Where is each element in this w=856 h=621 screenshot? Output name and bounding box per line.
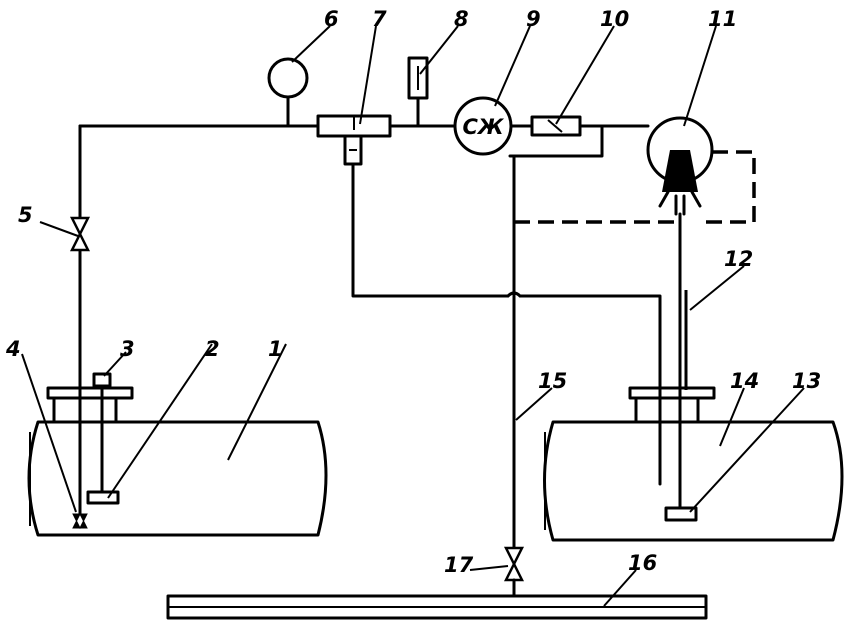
number-labels: 1 2 3 4 5 6 7 8 9 10 11 12 13 14 15 16 1… (5, 7, 821, 577)
pressure-gauge (267, 57, 309, 128)
leader-lines (21, 25, 805, 607)
label-3: 3 (120, 337, 135, 361)
label-13: 13 (792, 369, 821, 393)
foot-valve (72, 512, 88, 530)
separator-drain-line (351, 162, 510, 298)
label-9: 9 (526, 7, 541, 31)
tank-1 (27, 420, 328, 537)
label-15: 15 (538, 369, 567, 393)
tank-14-flange (628, 386, 716, 424)
label-1: 1 (268, 337, 283, 361)
label-6: 6 (324, 7, 339, 31)
label-11: 11 (708, 7, 737, 31)
label-2: 2 (205, 337, 220, 361)
label-7: 7 (372, 7, 387, 31)
label-17: 17 (444, 553, 474, 577)
flow-counter: СЖ (453, 96, 513, 156)
label-16: 16 (628, 551, 657, 575)
label-14: 14 (730, 369, 759, 393)
flow-counter-mark: СЖ (462, 115, 504, 139)
label-10: 10 (600, 7, 629, 31)
level-sensor-float (86, 490, 120, 505)
pipeline-16 (166, 594, 708, 620)
tank-14 (543, 420, 844, 542)
control-line-dashed (700, 150, 756, 224)
pump (646, 116, 714, 216)
label-8: 8 (454, 7, 469, 31)
valve-17 (503, 546, 525, 582)
intake-filter (664, 506, 698, 522)
label-5: 5 (18, 203, 33, 227)
tank-1-flange (46, 386, 134, 424)
level-device-top (92, 372, 112, 388)
label-12: 12 (724, 247, 753, 271)
filter-separator (316, 114, 392, 166)
thermometer (407, 56, 429, 128)
label-4: 4 (5, 337, 21, 361)
filter-10 (530, 115, 582, 137)
valve-5 (69, 216, 91, 252)
